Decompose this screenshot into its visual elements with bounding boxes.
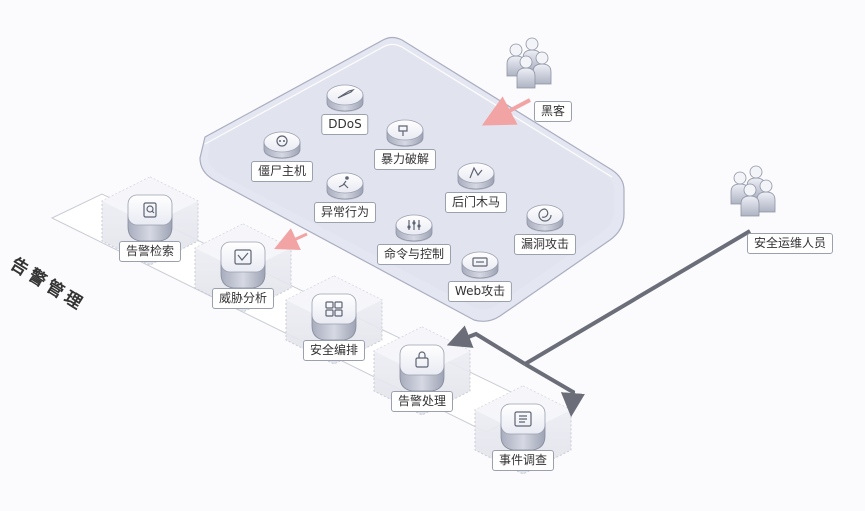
threat-node-brute [386, 119, 424, 147]
threat-label-anomaly: 异常行为 [313, 202, 377, 223]
module-label-handling: 告警处理 [390, 391, 454, 412]
threat-node-zombie [263, 131, 301, 159]
threat-label-c2: 命令与控制 [376, 244, 452, 265]
chart-icon [234, 249, 252, 265]
threat-node-vuln [526, 204, 564, 232]
threat-label-brute: 暴力破解 [373, 149, 437, 170]
threat-label-ddos: DDoS [321, 114, 369, 135]
search-doc-icon [143, 202, 157, 218]
web-icon [472, 257, 488, 267]
sliders-icon [407, 220, 421, 230]
horse-icon [469, 166, 483, 179]
ops-to-investigation-line [523, 362, 585, 417]
module-label-orchestration: 安全编排 [302, 340, 366, 361]
threat-label-zombie: 僵尸主机 [250, 161, 314, 182]
threat-label-backdoor: 后门木马 [444, 192, 508, 213]
hacker-group-icon [506, 37, 552, 89]
module-label-analysis: 威胁分析 [211, 288, 275, 309]
threat-node-ddos [326, 84, 364, 112]
threat-node-c2 [395, 214, 433, 242]
threat-label-vuln: 漏洞攻击 [513, 234, 577, 255]
rocket-icon [337, 88, 355, 99]
module-label-search: 告警检索 [118, 241, 182, 262]
runner-icon [338, 176, 349, 189]
hammer-icon [398, 125, 408, 136]
module-label-investigation: 事件调查 [491, 450, 555, 471]
ops-flow-line [523, 229, 752, 366]
actor-label-hacker: 黑客 [533, 101, 573, 122]
actor-label-ops: 安全运维人员 [746, 233, 834, 254]
threat-node-web [461, 251, 499, 279]
threat-node-anomaly [326, 172, 364, 200]
threat-label-web: Web攻击 [447, 281, 513, 302]
hacker-attack-arrow [481, 96, 531, 126]
threat-to-alert-arrow [274, 228, 308, 250]
grid-icon [325, 301, 343, 317]
lock-icon [415, 351, 429, 368]
skull-icon [276, 135, 288, 147]
threat-node-backdoor [457, 162, 495, 190]
ops-to-handling-line [446, 325, 527, 366]
ops-group-icon [730, 165, 776, 217]
swirl-icon [538, 208, 552, 222]
monitor-doc-icon [514, 411, 532, 427]
